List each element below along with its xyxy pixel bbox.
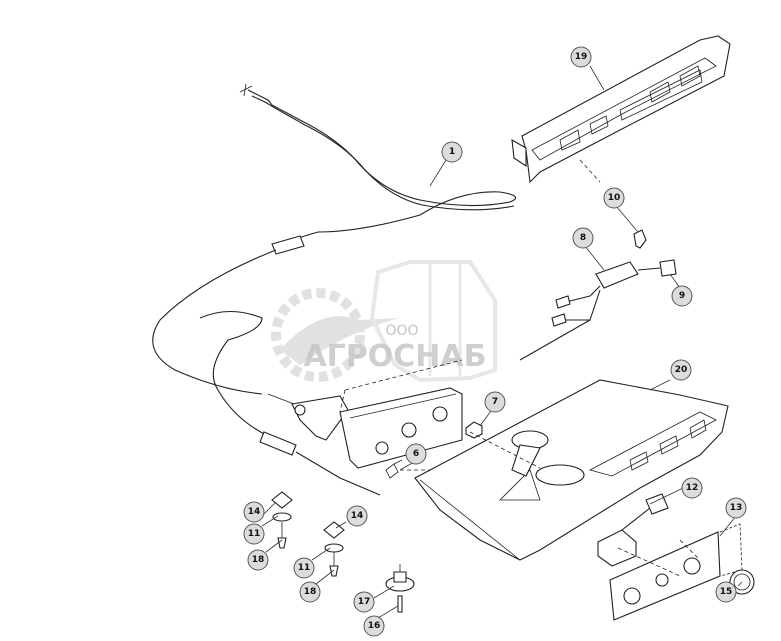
callout-14-center: 14	[346, 505, 368, 527]
svg-text:15: 15	[720, 587, 733, 597]
callout-12: 12	[681, 477, 703, 499]
svg-text:6: 6	[413, 449, 419, 459]
callout-6: 6	[405, 443, 427, 465]
wiring-harness	[519, 259, 677, 361]
spring-clip	[385, 459, 403, 479]
callout-15: 15	[715, 581, 737, 603]
svg-text:13: 13	[730, 503, 743, 513]
control-cable	[152, 83, 517, 496]
svg-text:20: 20	[675, 365, 688, 375]
switch	[597, 493, 669, 567]
callout-8: 8	[572, 227, 594, 249]
switch-panel	[609, 523, 743, 621]
svg-text:10: 10	[608, 193, 621, 203]
callout-9: 9	[671, 285, 693, 307]
latch-assembly	[267, 393, 349, 441]
callout-11-center: 11	[293, 557, 315, 579]
svg-text:18: 18	[304, 587, 317, 597]
svg-text:8: 8	[580, 233, 586, 243]
callout-16: 16	[363, 615, 385, 637]
callout-7: 7	[484, 391, 506, 413]
fastener-set-center	[323, 521, 345, 577]
svg-text:16: 16	[368, 621, 381, 631]
svg-text:12: 12	[686, 483, 699, 493]
watermark-prefix: ООО	[385, 323, 418, 339]
svg-text:18: 18	[252, 555, 265, 565]
callout-20: 20	[670, 359, 692, 381]
svg-text:11: 11	[248, 529, 261, 539]
assembly-lines	[400, 159, 701, 577]
callout-17: 17	[353, 591, 375, 613]
svg-text:14: 14	[248, 507, 261, 517]
svg-text:9: 9	[679, 291, 685, 301]
watermark-brand: АГРОСНАБ	[303, 339, 486, 374]
svg-text:19: 19	[575, 52, 588, 62]
fastener-set-left	[271, 491, 293, 549]
callout-19: 19	[570, 46, 592, 68]
nut	[465, 421, 483, 439]
glove-box-bin	[414, 379, 729, 561]
upper-bezel	[511, 35, 731, 184]
callout-14-left: 14	[243, 501, 265, 523]
mounting-bracket	[339, 359, 463, 469]
svg-text:7: 7	[492, 397, 498, 407]
callout-18-left: 18	[247, 549, 269, 571]
callout-13: 13	[725, 497, 747, 519]
callout-11-left: 11	[243, 523, 265, 545]
svg-text:14: 14	[351, 511, 364, 521]
watermark-gear-logo	[271, 260, 497, 383]
svg-text:11: 11	[298, 563, 311, 573]
svg-text:17: 17	[358, 597, 371, 607]
callout-10: 10	[603, 187, 625, 209]
callout-1: 1	[441, 141, 463, 163]
fastener-set-bottom	[385, 564, 415, 613]
clip	[633, 229, 647, 249]
watermark: ООО АГРОСНАБ	[271, 260, 497, 383]
svg-text:1: 1	[449, 147, 455, 157]
callout-18-center: 18	[299, 581, 321, 603]
